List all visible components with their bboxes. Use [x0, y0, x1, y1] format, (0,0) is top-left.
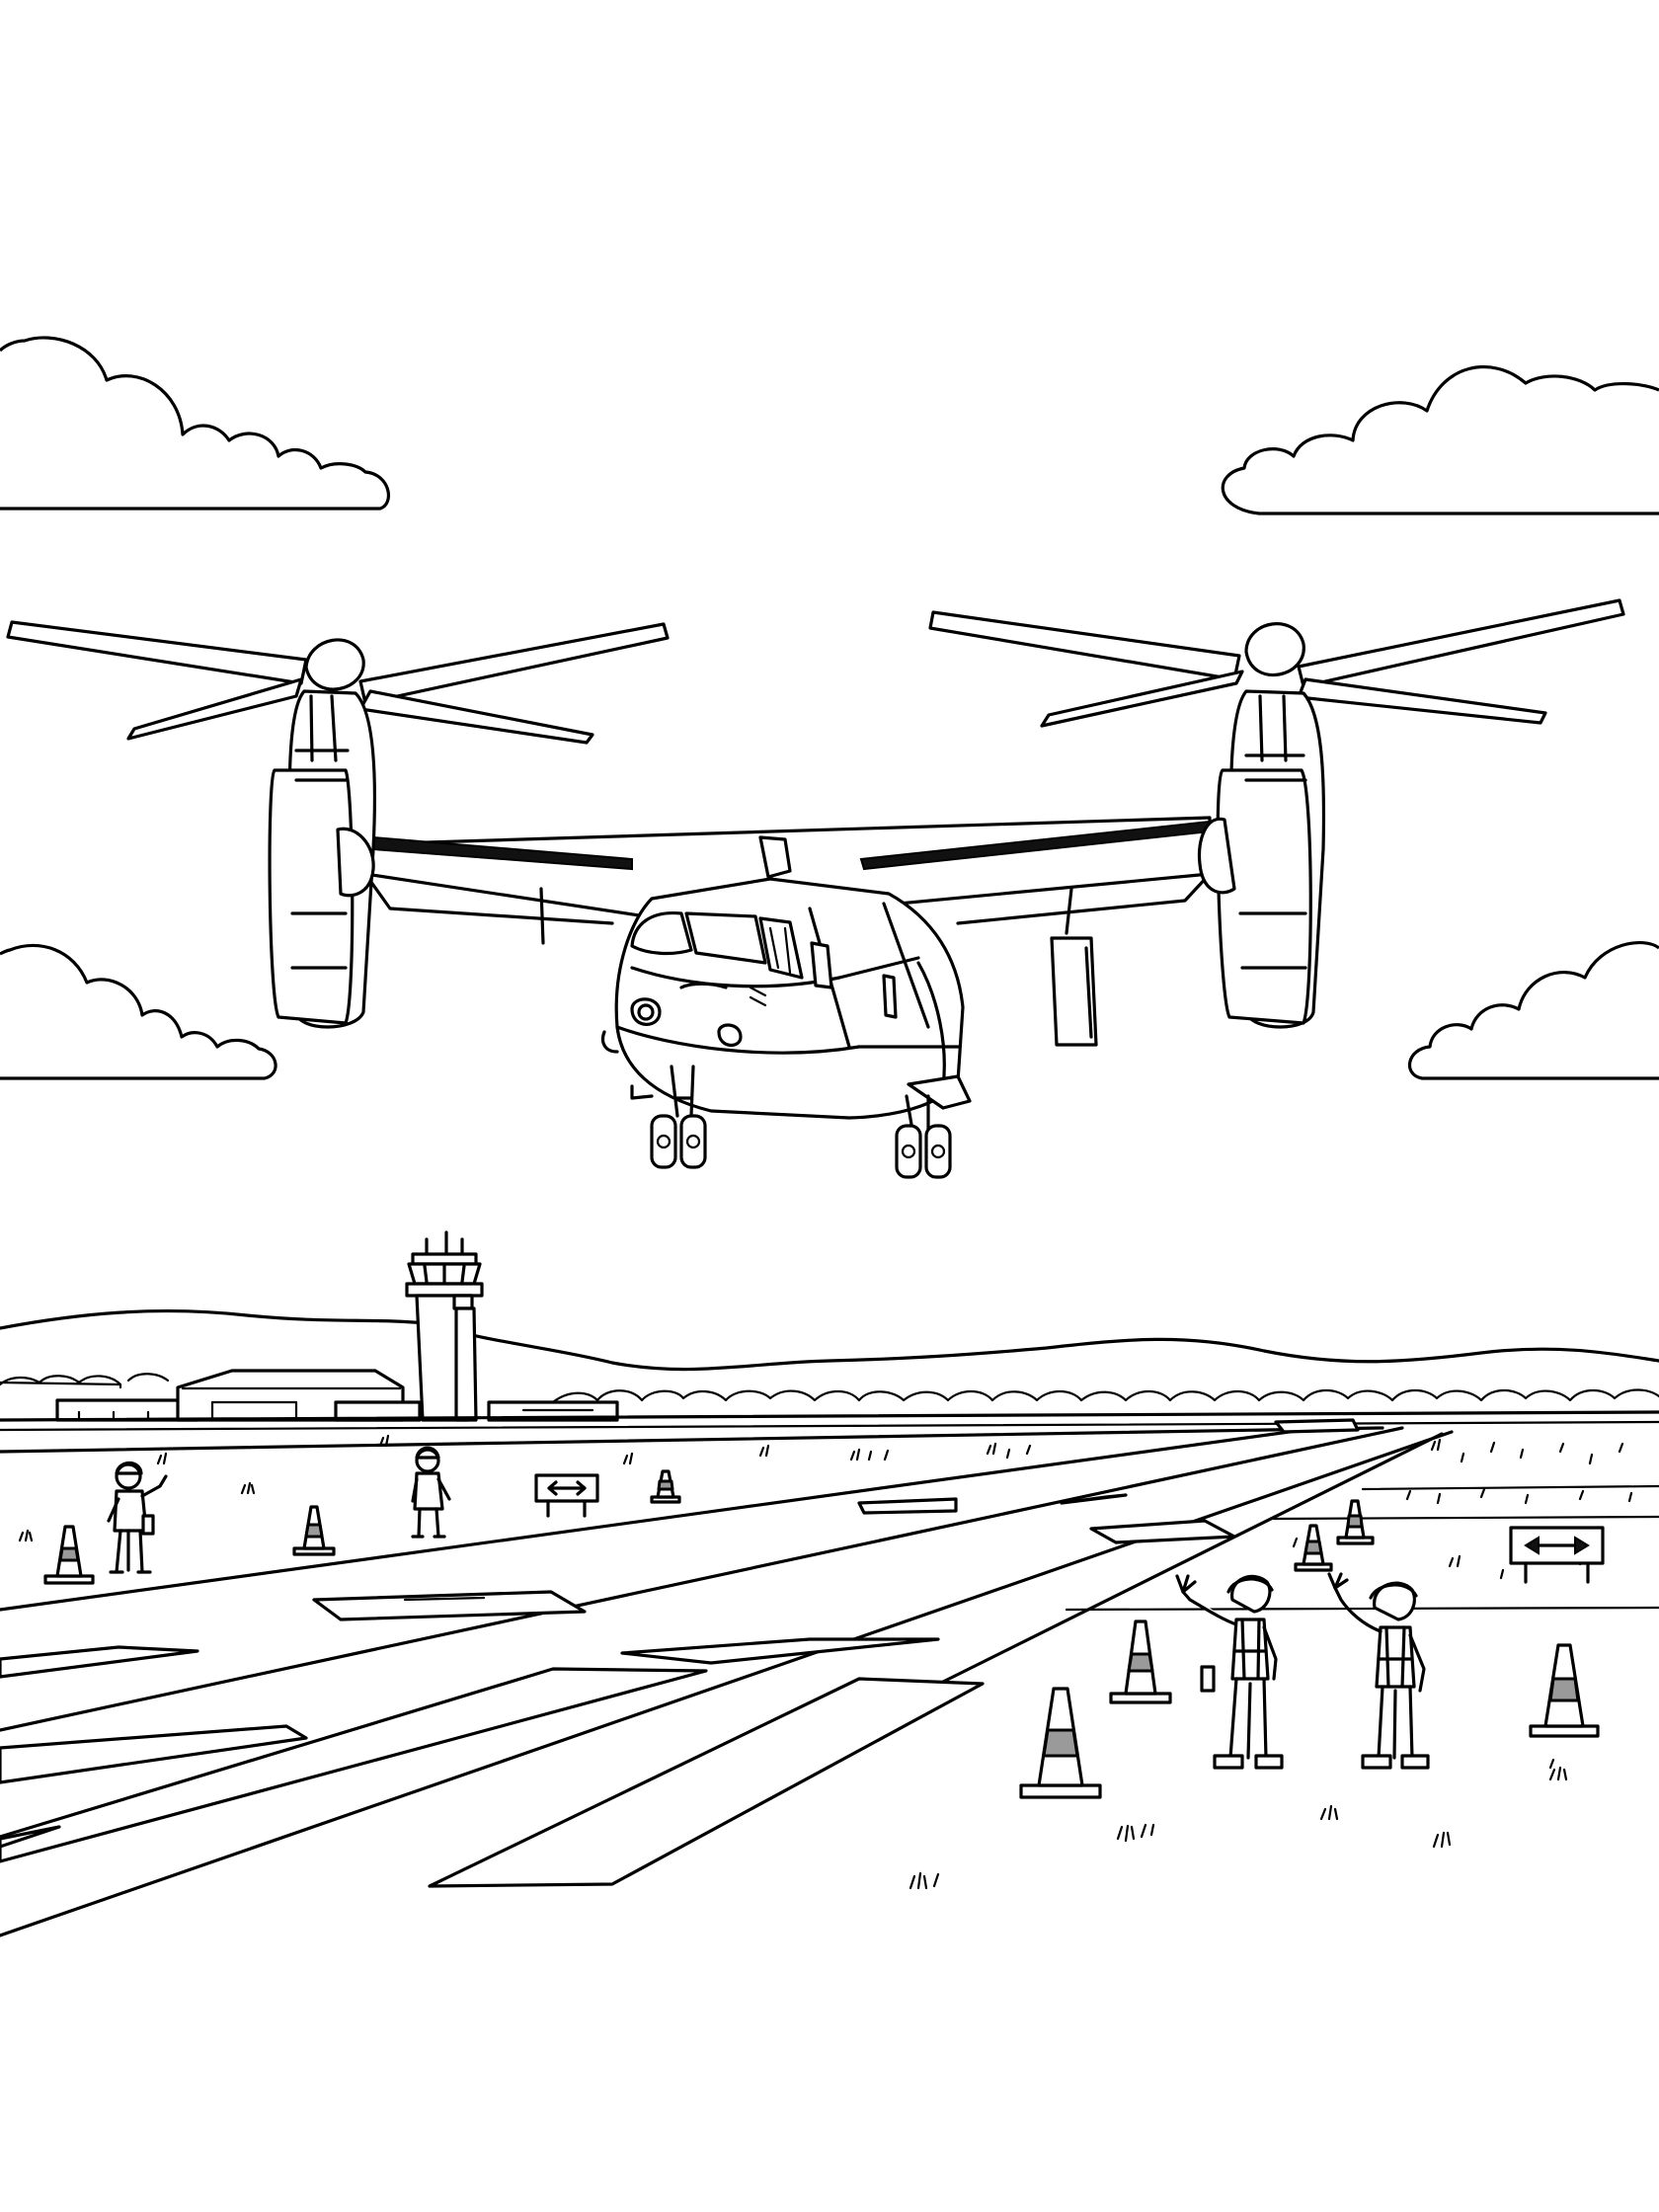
fuselage [600, 835, 972, 1120]
treeline [0, 1373, 1659, 1404]
traffic-cone [1336, 1499, 1375, 1545]
background-hills [0, 1308, 1659, 1372]
tiltrotor-aircraft [6, 598, 1625, 1179]
traffic-cone [43, 1525, 95, 1585]
cockpit-window [630, 910, 693, 956]
traffic-cone [1019, 1687, 1102, 1799]
runway-marking [1274, 1418, 1360, 1434]
left-nacelle [268, 689, 377, 1029]
main-landing-gear [895, 1094, 952, 1179]
cloud-mid-left [0, 943, 277, 1080]
ground-crew-far-mid [411, 1446, 451, 1539]
traffic-cone [292, 1505, 336, 1556]
runway-marking [1089, 1519, 1236, 1544]
runway-marking [0, 1645, 199, 1679]
tail-fin [758, 835, 792, 879]
ground-crew-far-left [107, 1461, 168, 1574]
hangar-buildings [55, 1369, 619, 1422]
runway-marking [312, 1590, 587, 1621]
control-tower [405, 1230, 484, 1422]
nose-landing-gear [650, 1065, 707, 1169]
runway-marking [0, 1667, 708, 1863]
runway-sign-right [1509, 1526, 1605, 1584]
double-arrow-icon [547, 1480, 587, 1496]
runway-marking [0, 1724, 308, 1784]
cloud-mid-right [1407, 941, 1659, 1080]
right-nacelle [1197, 689, 1326, 1029]
runway-marking [428, 1677, 985, 1888]
cloud-top-right [1221, 364, 1659, 515]
side-window [882, 974, 898, 1019]
side-window [810, 941, 833, 989]
ground-crew-signaler-right [1327, 1572, 1430, 1770]
nose-sensor [630, 997, 662, 1026]
traffic-cone [1109, 1620, 1172, 1704]
cloud-top-left [0, 336, 390, 511]
runway-sign-left [534, 1473, 599, 1518]
cockpit-window [684, 911, 767, 965]
traffic-cone [1529, 1643, 1600, 1738]
traffic-cone [650, 1469, 681, 1504]
runway [0, 1410, 1659, 1937]
ground-crew-signaler-left [1175, 1574, 1284, 1770]
runway-marking [857, 1497, 958, 1515]
runway-marking [620, 1637, 940, 1665]
traffic-cone [1294, 1524, 1333, 1572]
right-rotor [928, 598, 1625, 728]
